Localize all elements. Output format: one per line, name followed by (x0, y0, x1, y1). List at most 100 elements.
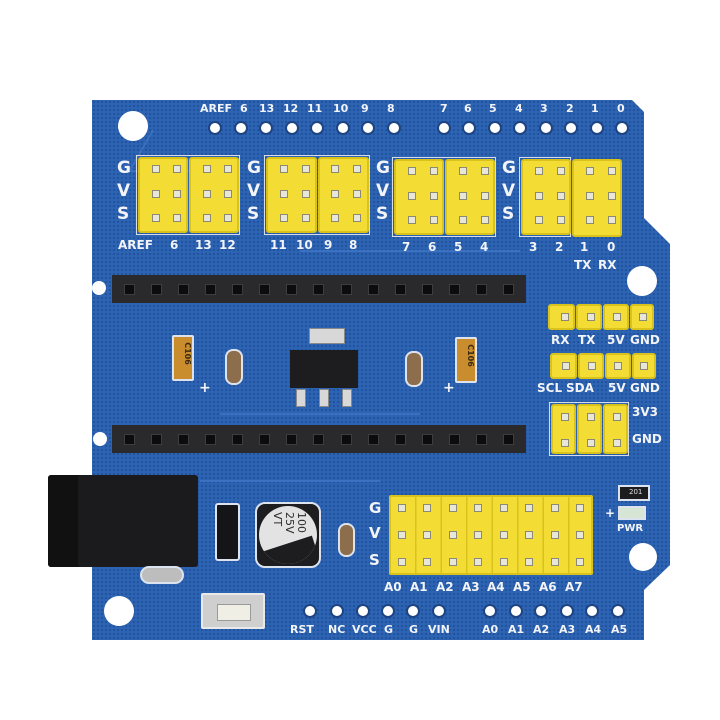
header-pin (481, 216, 489, 224)
analog-label: A5 (513, 580, 531, 594)
jumper-block[interactable] (551, 404, 576, 454)
reset-button-cap[interactable] (217, 604, 251, 621)
socket (232, 433, 244, 445)
header-pin (152, 214, 160, 222)
jumper-block[interactable] (578, 353, 604, 379)
led-plus-sign: + (605, 506, 616, 520)
row-label-g: G (117, 158, 131, 178)
pin-label: 11 (270, 238, 287, 252)
pin-hole (615, 121, 629, 135)
row-label-g: G (376, 158, 390, 178)
header-pin (430, 167, 438, 175)
pin-hole (303, 604, 317, 618)
i2c-label-gnd: GND (630, 381, 660, 395)
jumper-block[interactable] (318, 157, 369, 233)
header-pin (152, 165, 160, 173)
top-pin-label: 12 (283, 102, 299, 115)
analog-label: A4 (487, 580, 505, 594)
socket (421, 433, 433, 445)
header-pin (280, 190, 288, 198)
analog-label: A6 (539, 580, 557, 594)
plus-sign: + (443, 380, 455, 396)
plus-sign: + (199, 380, 211, 396)
header-pin (203, 190, 211, 198)
header-pin (557, 192, 565, 200)
header-pin (224, 214, 232, 222)
header-pin (459, 192, 467, 200)
header-outline (549, 402, 629, 456)
bottom-pin-label: G (384, 623, 394, 636)
jumper-block[interactable] (576, 304, 602, 330)
socket (259, 433, 271, 445)
row-label-s: S (369, 551, 380, 569)
regulator-leg (342, 389, 352, 407)
analog-pin-grid (389, 495, 593, 575)
socket (448, 433, 460, 445)
pin-label: 0 (607, 240, 616, 254)
header-pin (408, 192, 416, 200)
led-label: PWR (617, 523, 644, 534)
pin-hole (432, 604, 446, 618)
pin-hole (259, 121, 273, 135)
pin-label: 7 (402, 240, 411, 254)
electrolytic-capacitor-top: 100 25V VT (259, 506, 317, 564)
header-pin (173, 214, 181, 222)
header-pin (408, 167, 416, 175)
header-pin (459, 216, 467, 224)
ceramic-capacitor (338, 523, 355, 557)
pin-hole (285, 121, 299, 135)
pin-hole (585, 604, 599, 618)
socket (475, 433, 487, 445)
power-led (618, 506, 646, 520)
top-pin-label: 13 (259, 102, 275, 115)
header-pin (302, 165, 310, 173)
nano-socket-top[interactable] (112, 275, 526, 303)
pin-hole (406, 604, 420, 618)
jumper-block[interactable] (577, 404, 602, 454)
socket (259, 283, 271, 295)
header-pin (331, 214, 339, 222)
socket (340, 433, 352, 445)
pin-hole (361, 121, 375, 135)
tantalum-capacitor-right: C106 (455, 337, 477, 383)
trace (300, 250, 520, 266)
mounting-hole (629, 543, 657, 571)
socket (124, 433, 136, 445)
socket (448, 283, 460, 295)
voltage-regulator (290, 350, 358, 388)
header-pin (608, 216, 616, 224)
header-outline (264, 155, 370, 235)
header-pin (561, 313, 569, 321)
socket (286, 283, 298, 295)
header-pin (353, 165, 361, 173)
analog-jumper-block[interactable] (389, 495, 593, 575)
row-label-v: V (247, 181, 261, 201)
bottom-pin-label: A0 (482, 623, 499, 636)
i2c-label-sda: SDA (566, 381, 594, 395)
top-pin-label: 2 (566, 102, 574, 115)
header-pin (430, 192, 438, 200)
mounting-hole (627, 266, 657, 296)
header-pin (535, 192, 543, 200)
pin-hole (509, 604, 523, 618)
socket (340, 283, 352, 295)
trace (200, 480, 380, 496)
pin-hole (462, 121, 476, 135)
header-outline (136, 155, 240, 235)
mounting-hole (118, 111, 148, 141)
socket (475, 283, 487, 295)
socket (286, 433, 298, 445)
row-label-v: V (369, 524, 381, 542)
pin-label: 6 (428, 240, 437, 254)
row-label-v: V (502, 181, 516, 201)
dc-barrel-jack[interactable] (48, 475, 198, 567)
top-pin-label: 11 (307, 102, 323, 115)
reset-button[interactable] (201, 593, 265, 629)
top-pin-label: 0 (617, 102, 625, 115)
diode (215, 503, 240, 561)
nano-socket-bottom[interactable] (112, 425, 526, 453)
header-pin (302, 214, 310, 222)
pin-hole (208, 121, 222, 135)
pin-hole (330, 604, 344, 618)
uart-label-rx: RX (551, 333, 570, 347)
